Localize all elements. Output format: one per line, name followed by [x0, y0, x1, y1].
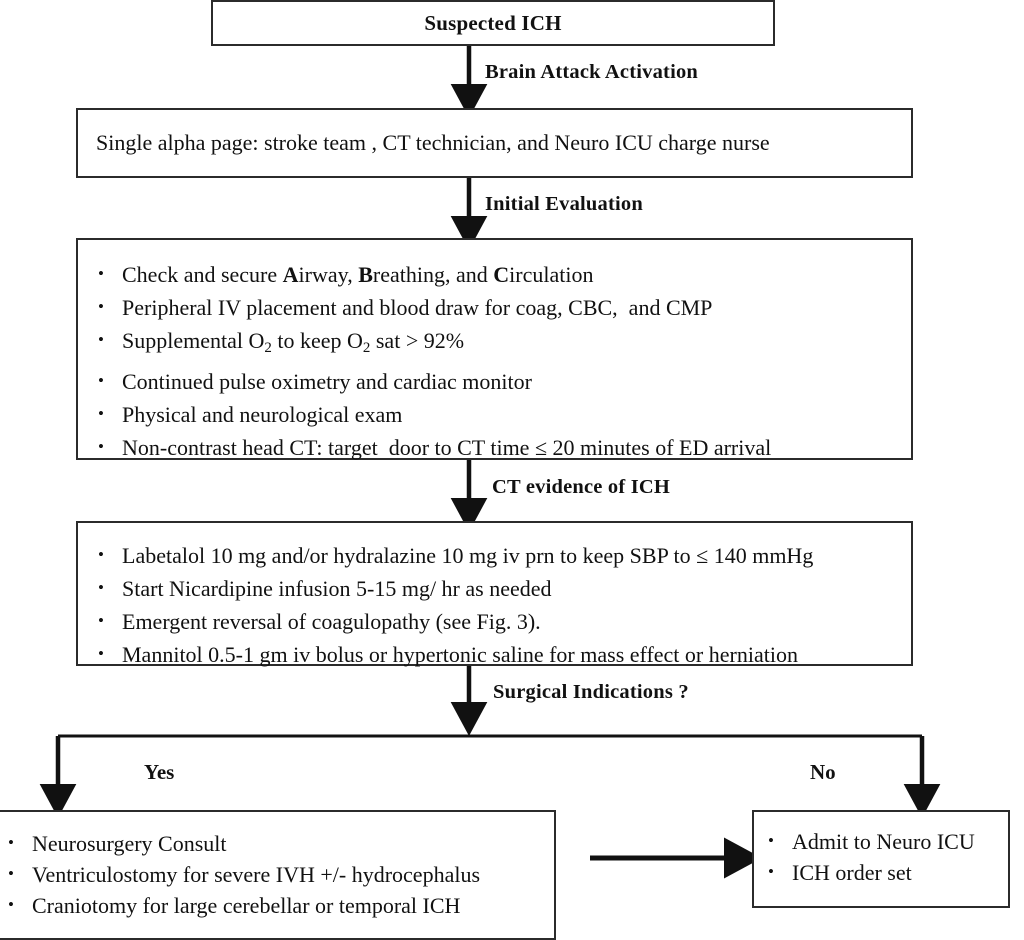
- edge-label-initial-evaluation: Initial Evaluation: [485, 193, 643, 215]
- list-item: Non-contrast head CT: target door to CT …: [92, 430, 911, 464]
- list-item: Emergent reversal of coagulopathy (see F…: [92, 604, 911, 638]
- node-single-alpha-page: Single alpha page: stroke team , CT tech…: [76, 108, 913, 178]
- list-item: Neurosurgery Consult: [2, 827, 554, 859]
- edge-label-ct-evidence-of-ich: CT evidence of ICH: [492, 476, 671, 498]
- list-item: Physical and neurological exam: [92, 397, 911, 431]
- branch-label-yes: Yes: [144, 760, 175, 784]
- list-item: Start Nicardipine infusion 5-15 mg/ hr a…: [92, 571, 911, 605]
- node-suspected-ich: Suspected ICH: [211, 0, 775, 46]
- initial-evaluation-list: Check and secure Airway, Breathing, and …: [92, 257, 911, 464]
- list-item: Labetalol 10 mg and/or hydralazine 10 mg…: [92, 538, 911, 572]
- admit-list: Admit to Neuro ICU ICH order set: [762, 825, 1008, 888]
- node-surgical-management: Neurosurgery Consult Ventriculostomy for…: [0, 810, 556, 940]
- edge-label-brain-attack-activation: Brain Attack Activation: [485, 61, 699, 83]
- branch-label-no: No: [810, 760, 836, 784]
- node-admit-neuro-icu: Admit to Neuro ICU ICH order set: [752, 810, 1010, 908]
- list-item: Supplemental O2 to keep O2 sat > 92%: [92, 323, 911, 365]
- list-item: Check and secure Airway, Breathing, and …: [92, 257, 911, 291]
- node-acute-treatment: Labetalol 10 mg and/or hydralazine 10 mg…: [76, 521, 913, 670]
- edge-label-surgical-indications: Surgical Indications ?: [493, 681, 689, 703]
- acute-treatment-list: Labetalol 10 mg and/or hydralazine 10 mg…: [92, 538, 911, 671]
- list-item: Mannitol 0.5-1 gm iv bolus or hypertonic…: [92, 637, 911, 671]
- list-item: Continued pulse oximetry and cardiac mon…: [92, 364, 911, 398]
- node-suspected-ich-label: Suspected ICH: [424, 10, 562, 35]
- node-single-alpha-page-label: Single alpha page: stroke team , CT tech…: [96, 129, 770, 155]
- surgical-management-list: Neurosurgery Consult Ventriculostomy for…: [2, 827, 554, 921]
- list-item: Ventriculostomy for severe IVH +/- hydro…: [2, 858, 554, 890]
- node-initial-evaluation: Check and secure Airway, Breathing, and …: [76, 238, 913, 463]
- list-item: ICH order set: [762, 856, 1008, 888]
- list-item: Peripheral IV placement and blood draw f…: [92, 290, 911, 324]
- list-item: Craniotomy for large cerebellar or tempo…: [2, 889, 554, 921]
- list-item: Admit to Neuro ICU: [762, 825, 1008, 857]
